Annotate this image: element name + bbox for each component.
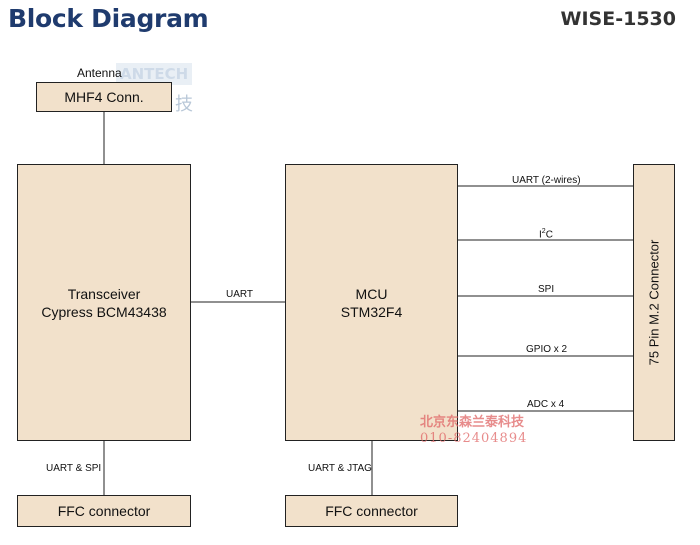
spi-label: SPI [538,284,555,295]
i2c-label-end: C [545,229,553,241]
distributor-stamp: 北京东森兰泰科技 010-82404894 [420,415,527,447]
ffc-connector-right: FFC connector [285,495,458,527]
mcu-title: MCU [355,285,388,302]
mcu-chip: STM32F4 [340,303,403,320]
mcu-ffc-label: UART & JTAG [308,463,372,474]
gpio-label: GPIO x 2 [526,344,568,355]
i2c-label-superscript: 2 [541,228,546,235]
trx-ffc-label: UART & SPI [46,463,102,474]
page-title: Block Diagram [8,4,209,33]
watermark-brand: ANTECH [116,63,193,85]
i2c-label: I2C [539,228,553,240]
trx-mcu-label: UART [226,289,254,300]
stamp-company: 北京东森兰泰科技 [420,415,525,430]
stamp-phone: 010-82404894 [420,431,528,446]
transceiver-chip: Cypress BCM43438 [41,303,167,320]
m2-connector-label: 75 Pin M.2 Connector [646,239,662,366]
mhf4-connector-label: MHF4 Conn. [64,89,144,105]
i2c-label-base: I [539,229,542,241]
mcu-box: MCU STM32F4 [285,164,458,441]
ffc-connector-left: FFC connector [17,495,191,527]
model-label: WISE-1530 [560,8,676,30]
ffc-connector-right-label: FFC connector [325,503,418,519]
uart2-label: UART (2-wires) [512,175,581,186]
ffc-connector-left-label: FFC connector [57,503,151,519]
adc-label: ADC x 4 [527,399,565,410]
transceiver-box: Transceiver Cypress BCM43438 [17,164,191,441]
antenna-label: Antenna [77,66,122,80]
m2-connector-box: 75 Pin M.2 Connector [633,164,675,441]
mhf4-connector-box: MHF4 Conn. [36,82,172,112]
transceiver-title: Transceiver [67,285,141,302]
